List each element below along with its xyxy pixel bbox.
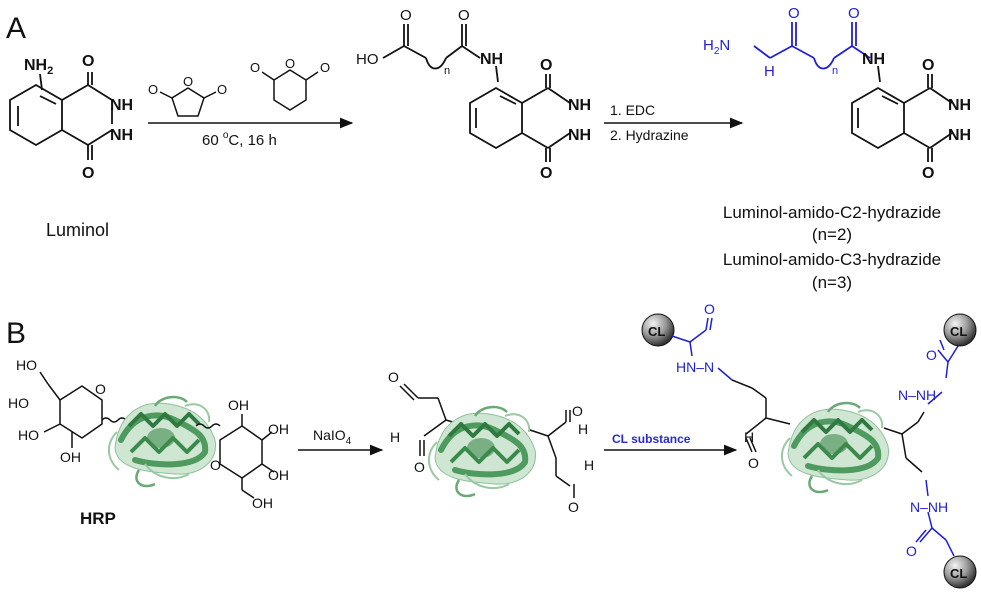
succinic-o-left: O — [148, 82, 158, 97]
conjugate-left-chain — [731, 379, 791, 453]
dialdehyde-right-h1: H — [578, 421, 588, 437]
hrp-label: HRP — [80, 509, 116, 528]
cl-ball-topleft: CL — [641, 313, 675, 347]
hydrazide-o1: O — [788, 5, 800, 22]
dialdehyde-right-o2: O — [568, 499, 579, 515]
acid-intermediate — [382, 24, 571, 162]
glutaric-o-right: O — [320, 60, 330, 75]
dialdehyde-left-h: H — [390, 429, 400, 445]
acid-oh: HO — [356, 51, 379, 68]
acid-nh: NH — [480, 51, 503, 68]
glutaric-o-left: O — [250, 60, 260, 75]
luminol-nh-lower: NH — [110, 127, 133, 144]
dialdehyde-right — [529, 410, 575, 498]
cl-ball-bottomright-label: CL — [950, 566, 967, 581]
left-sugar-oh2: OH — [60, 449, 81, 465]
succinic-o-ring: O — [183, 74, 193, 89]
dialdehyde-left-o1: O — [388, 369, 399, 385]
oxidant-label: NaIO4 — [313, 427, 352, 447]
cl-ball-bottomright: CL — [943, 555, 977, 589]
product-names: Luminol-amido-C2-hydrazide (n=2) Luminol… — [723, 203, 941, 292]
succinic-o-right: O — [217, 82, 227, 97]
conj-left-h: H — [744, 429, 754, 445]
hydrazide-h-low: H — [764, 63, 775, 80]
succinic-anhydride — [159, 87, 217, 117]
left-sugar-ho2: HO — [18, 427, 39, 443]
luminol-o-lower: O — [82, 165, 94, 182]
product-n2: (n=2) — [812, 225, 852, 244]
right-sugar — [195, 414, 275, 499]
right-sugar-oh1: OH — [228, 397, 249, 413]
conj-left-hn-n: HN–N — [676, 359, 714, 375]
dialdehyde-left-o2: O — [414, 459, 425, 475]
acid-nh-upper: NH — [568, 97, 591, 114]
conj-left-o: O — [704, 301, 715, 317]
left-sugar-ho1: HO — [8, 395, 29, 411]
hydrazide-n: n — [832, 65, 838, 77]
acid-o1: O — [400, 7, 412, 24]
conj-right-n-nh2: N–NH — [910, 499, 948, 515]
hydrazide-nh-lower: NH — [948, 127, 971, 144]
luminol-name: Luminol — [46, 220, 109, 240]
conj-left-o2: O — [748, 455, 759, 471]
acid-o2: O — [458, 7, 470, 24]
hrp-protein-1 — [109, 397, 216, 486]
product-n3: (n=3) — [812, 273, 852, 292]
dialdehyde-right-o1: O — [572, 403, 583, 419]
glutaric-anhydride — [261, 69, 319, 111]
left-sugar — [39, 371, 127, 448]
product-name-c2: Luminol-amido-C2-hydrazide — [723, 203, 941, 222]
hydrazide-luminol-core — [851, 65, 953, 162]
hrp-protein-3 — [782, 403, 889, 492]
cl-ball-topleft-label: CL — [648, 324, 665, 339]
conj-right-n-nh1: N–NH — [898, 387, 936, 403]
step-edc: 1. EDC — [610, 102, 655, 118]
arrow-cl-label: CL substance — [612, 432, 691, 446]
step-hydrazine: 2. Hydrazine — [610, 127, 689, 143]
left-sugar-oh: HO — [16, 357, 37, 373]
acid-nh-lower: NH — [568, 127, 591, 144]
luminol-nh-upper: NH — [110, 97, 133, 114]
luminol-o-upper: O — [82, 53, 94, 70]
hydrazide-chain — [753, 22, 871, 70]
cl-ball-topright: CL — [943, 313, 977, 347]
conjugate-right-linker-top — [927, 339, 959, 405]
conjugate-left-linker — [671, 317, 733, 381]
luminol-amine: NH2 — [24, 57, 53, 77]
acid-o-lower: O — [540, 165, 552, 182]
hydrazide-h2n: H2N — [703, 37, 730, 57]
panel-b-label: B — [6, 317, 26, 350]
acid-o-upper: O — [540, 57, 552, 74]
hydrazide-o2: O — [848, 5, 860, 22]
panel-a-label: A — [6, 12, 26, 45]
hydrazide-nh-upper: NH — [948, 97, 971, 114]
right-sugar-ring-o: O — [210, 457, 221, 473]
right-sugar-oh3: OH — [268, 467, 289, 483]
dialdehyde-left — [399, 383, 467, 456]
conj-right-o1: O — [926, 347, 937, 363]
right-sugar-oh2: OH — [268, 421, 289, 437]
hydrazide-o-upper: O — [922, 57, 934, 74]
glutaric-o-ring: O — [285, 56, 295, 71]
luminol-structure — [9, 72, 113, 160]
conj-right-o2: O — [906, 543, 917, 559]
hydrazide-nh: NH — [862, 51, 885, 68]
cl-ball-topright-label: CL — [950, 324, 967, 339]
conjugate-right-chain — [883, 411, 925, 473]
hydrazide-o-lower: O — [922, 165, 934, 182]
dialdehyde-right-h2: H — [584, 457, 594, 473]
conjugate-right-linker-bottom — [915, 479, 955, 557]
conditions-label: 60 oC, 16 h — [202, 130, 277, 149]
right-sugar-oh4: OH — [252, 495, 273, 511]
left-sugar-ring-o: O — [95, 381, 106, 397]
acid-n: n — [444, 65, 450, 77]
product-name-c3: Luminol-amido-C3-hydrazide — [723, 250, 941, 269]
